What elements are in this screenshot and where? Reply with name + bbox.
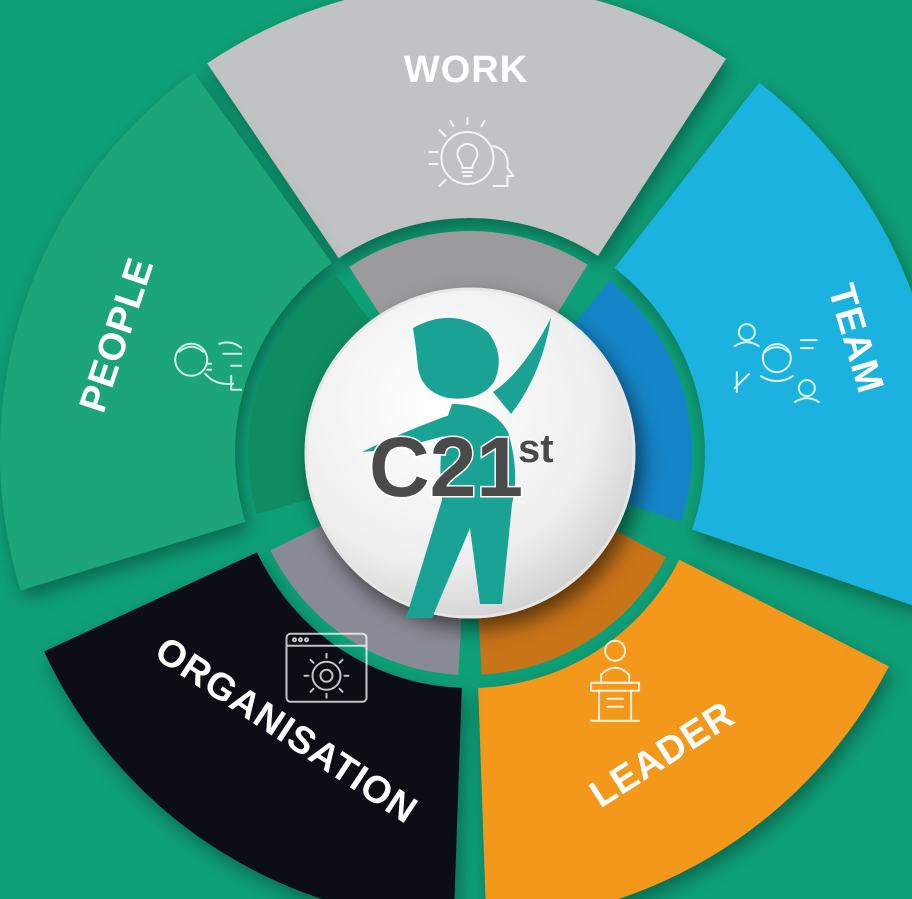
segment-organisation-band (44, 552, 462, 899)
logo-superscript-text: st (518, 427, 554, 471)
segment-people[interactable]: PEOPLE (0, 72, 374, 591)
segment-leader-band (478, 559, 889, 899)
segment-leader[interactable]: LEADER (478, 528, 889, 899)
c21-figure-icon (362, 317, 551, 618)
segment-work-label: WORK (404, 49, 528, 91)
speaker-podium-icon (590, 639, 641, 722)
browser-gear-icon (285, 632, 368, 703)
segment-team[interactable]: TEAM (570, 82, 912, 606)
segment-people-inner-ring (248, 275, 374, 515)
segment-organisation[interactable]: ORGANISATION (44, 523, 462, 899)
team-heads-icon (733, 323, 820, 404)
segment-team-band (614, 82, 912, 606)
segment-people-band (0, 72, 332, 591)
logo-main-text: C21 (369, 420, 523, 514)
segment-work[interactable]: WORK (207, 0, 726, 319)
segment-team-inner-ring (570, 280, 692, 522)
lightbulb-gear-head-icon (428, 117, 515, 188)
segment-organisation-inner-ring (270, 523, 462, 675)
segment-leader-inner-ring (478, 528, 667, 675)
c21-logo: C21 st (362, 317, 555, 618)
segment-work-band (207, 0, 726, 259)
segment-work-inner-ring (349, 231, 588, 319)
person-profile-icon (174, 341, 243, 391)
